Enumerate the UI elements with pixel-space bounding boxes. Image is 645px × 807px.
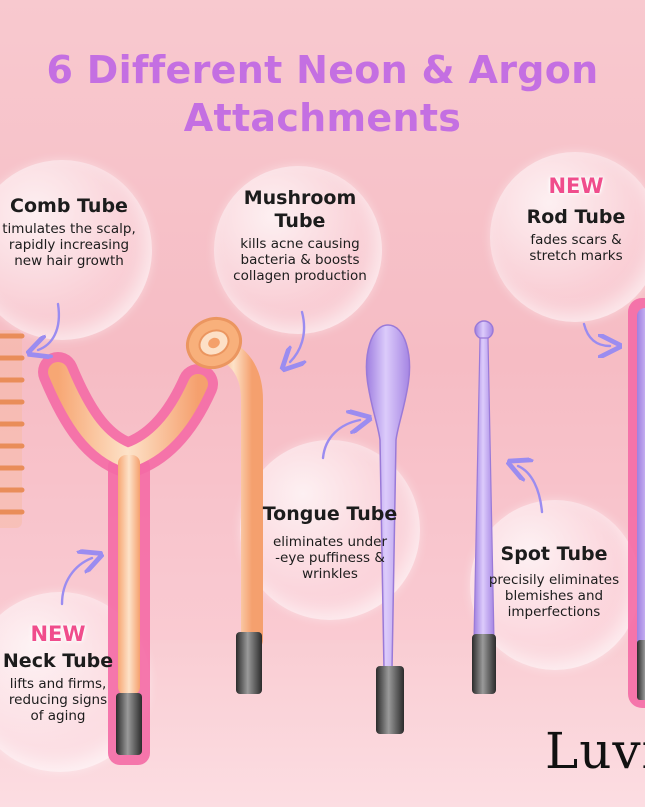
comb-tube [0,330,25,528]
neck-desc-line: of aging [30,708,86,724]
spot-desc-line: blemishes and [504,588,604,604]
tongue-desc-line: -eye puffiness & [275,550,385,566]
spot-tube-description: precisily eliminates blemishes and imper… [472,572,636,620]
bubble-comb [0,160,152,340]
mushroom-tube-description: kills acne causing bacteria & boosts col… [215,236,385,284]
rod-tube-title: Rod Tube [526,206,626,228]
rod-tube [628,298,645,708]
spot-tube-title: Spot Tube [500,543,608,565]
tongue-tube [365,324,411,734]
bubble-spot [470,500,640,670]
label-rod-tube: NEW Rod Tube fades scars & stretch marks [500,174,645,264]
label-comb-tube: Comb Tube timulates the scalp, rapidly i… [0,195,138,269]
tongue-desc-line: wrinkles [302,566,358,582]
mushroom-tube-title-line-1: Mushroom [243,187,357,209]
headline-line-1: 6 Different Neon & Argon [46,48,599,92]
comb-desc-line: rapidly increasing [8,237,130,253]
spot-desc-line: precisily eliminates [488,572,620,588]
label-neck-tube: NEW Neck Tube lifts and firms, reducing … [0,622,116,724]
neck-tube-title: Neck Tube [2,650,114,672]
comb-tube-title: Comb Tube [10,195,128,217]
rod-desc-line: fades scars & [530,232,622,248]
comb-tube-description: timulates the scalp, rapidly increasing … [0,221,138,269]
rod-tube-description: fades scars & stretch marks [500,232,645,264]
spot-desc-line: imperfections [507,604,601,620]
mushroom-tube-title-line-2: Tube [274,210,326,232]
pointer-arrows [38,302,610,606]
label-spot-tube: Spot Tube precisily eliminates blemishes… [472,543,636,620]
mushroom-desc-line: bacteria & boosts [240,252,360,268]
neck-tube [38,352,218,765]
mushroom-desc-line: collagen production [233,268,367,284]
brand-logo: Luvi [545,722,645,780]
neck-desc-line: reducing signs [8,692,108,708]
mushroom-tube [186,316,263,694]
label-mushroom-tube: Mushroom Tube kills acne causing bacteri… [215,187,385,284]
neck-desc-line: lifts and firms, [9,676,107,692]
neck-tube-description: lifts and firms, reducing signs of aging [0,676,116,724]
neck-tube-new-badge: NEW [30,622,86,646]
tongue-tube-title: Tongue Tube [262,503,398,525]
tongue-tube-description: eliminates under -eye puffiness & wrinkl… [248,534,412,582]
spot-tube [472,320,496,694]
bubble-rod [490,152,645,322]
rod-tube-new-badge: NEW [548,174,604,198]
headline-line-2: Attachments [183,96,462,140]
rod-desc-line: stretch marks [529,248,623,264]
comb-desc-line: timulates the scalp, [2,221,136,237]
comb-desc-line: new hair growth [14,253,124,269]
headline: 6 Different Neon & Argon Attachments [0,46,645,142]
mushroom-desc-line: kills acne causing [240,236,360,252]
bubble-mushroom [214,166,382,334]
tongue-desc-line: eliminates under [273,534,387,550]
label-tongue-tube: Tongue Tube eliminates under -eye puffin… [248,503,412,582]
